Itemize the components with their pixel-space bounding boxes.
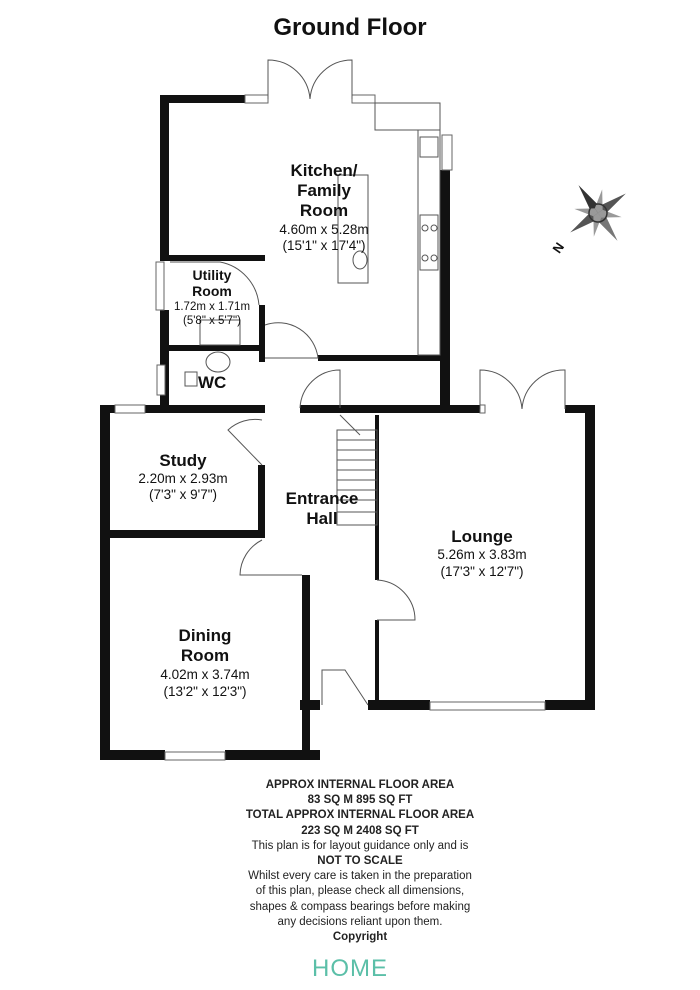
room-name: Hall xyxy=(306,509,337,528)
area-value: 83 SQ M 895 SQ FT xyxy=(307,794,413,807)
fixtures xyxy=(170,59,566,706)
room-dimensions-imperial: (15'1" x 17'4") xyxy=(282,238,365,253)
disclaimer-line: of this plan, please check all dimension… xyxy=(255,885,465,898)
room-dimensions-metric: 4.02m x 3.74m xyxy=(160,667,249,682)
room-dining: Dining Room 4.02m x 3.74m (13'2" x 12'3"… xyxy=(160,626,249,699)
room-name: Room xyxy=(192,283,232,299)
room-dimensions-metric: 2.20m x 2.93m xyxy=(138,471,227,486)
room-dimensions-metric: 4.60m x 5.28m xyxy=(279,222,368,237)
not-to-scale: NOT TO SCALE xyxy=(317,855,403,868)
room-dimensions-imperial: (17'3" x 12'7") xyxy=(440,564,523,579)
room-study: Study 2.20m x 2.93m (7'3" x 9'7") xyxy=(138,451,227,502)
staircase xyxy=(336,414,378,526)
room-name: Family xyxy=(297,181,351,200)
room-dimensions-imperial: (7'3" x 9'7") xyxy=(149,487,217,502)
compass-north-label: N xyxy=(549,240,567,256)
room-wc-name: WC xyxy=(198,373,226,392)
floor-title: Ground Floor xyxy=(273,14,427,41)
room-name: Dining xyxy=(179,626,232,645)
room-name: Lounge xyxy=(451,527,512,546)
room-name: Kitchen/ xyxy=(290,161,357,180)
room-kitchen: Kitchen/ Family Room 4.60m x 5.28m (15'1… xyxy=(279,161,368,253)
disclaimer-line: Whilst every care is taken in the prepar… xyxy=(248,870,472,883)
room-utility: Utility Room 1.72m x 1.71m (5'8" x 5'7") xyxy=(174,267,250,327)
disclaimer-line: This plan is for layout guidance only an… xyxy=(251,839,469,852)
compass-icon xyxy=(570,185,626,241)
room-name: Entrance xyxy=(286,489,359,508)
room-name: Utility xyxy=(193,267,232,283)
room-dimensions-metric: 5.26m x 3.83m xyxy=(437,547,526,562)
total-area-value: 223 SQ M 2408 SQ FT xyxy=(301,824,419,837)
disclaimer-line: any decisions reliant upon them. xyxy=(277,915,443,928)
windows xyxy=(114,94,546,761)
room-lounge: Lounge 5.26m x 3.83m (17'3" x 12'7") xyxy=(437,527,526,579)
room-name: Study xyxy=(159,451,207,470)
room-dimensions-imperial: (13'2" x 12'3") xyxy=(163,684,246,699)
room-name: Room xyxy=(181,646,229,665)
doors xyxy=(170,59,566,706)
home-logo: HOME xyxy=(312,955,388,982)
copyright: Copyright xyxy=(332,931,388,944)
disclaimer-line: shapes & compass bearings before making xyxy=(249,900,471,913)
floor-area-notes: APPROX INTERNAL FLOOR AREA 83 SQ M 895 S… xyxy=(200,778,520,945)
room-name: Room xyxy=(300,201,348,220)
total-area-label: TOTAL APPROX INTERNAL FLOOR AREA xyxy=(245,809,475,822)
room-hall: Entrance Hall xyxy=(286,489,359,528)
room-dimensions-metric: 1.72m x 1.71m xyxy=(174,301,250,313)
area-label: APPROX INTERNAL FLOOR AREA xyxy=(265,779,455,791)
room-dimensions-imperial: (5'8" x 5'7") xyxy=(183,315,241,327)
